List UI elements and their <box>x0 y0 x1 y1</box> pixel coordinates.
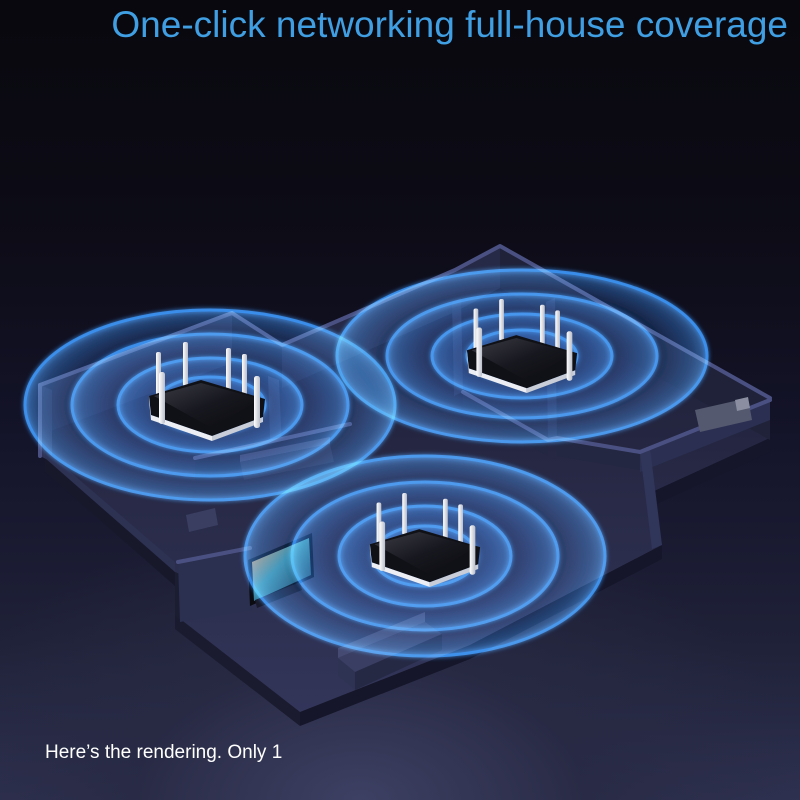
bed <box>695 397 752 432</box>
wall <box>178 548 252 622</box>
slab-edge <box>650 438 770 507</box>
headline: One-click networking full-house coverage <box>111 4 788 45</box>
wall <box>640 448 662 549</box>
caption: Here’s the rendering. Only 1 <box>45 742 283 763</box>
slab-edge <box>45 458 175 586</box>
wall <box>557 438 640 470</box>
wall <box>45 450 175 572</box>
wall-top <box>176 546 252 564</box>
slab-edge <box>175 615 300 726</box>
desk <box>186 508 218 532</box>
slab-edge <box>300 645 470 726</box>
